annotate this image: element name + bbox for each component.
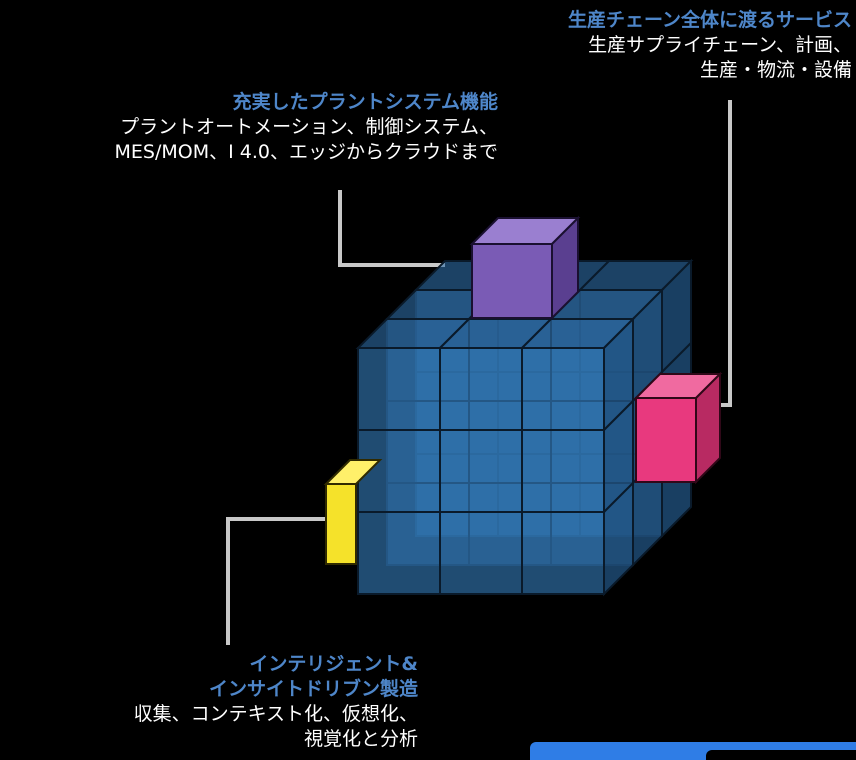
pink-block-front [635,397,697,483]
cube-cell-face [357,347,441,431]
cube-cell-face [521,347,605,431]
intelligent-line1: 収集、コンテキスト化、仮想化、 [133,703,418,725]
supply-chain-title: 生産チェーン全体に渡るサービス [567,9,852,31]
cube-cell-side [603,480,634,597]
yellow-block-top [323,459,383,485]
cube-cell-face [439,429,523,513]
supply-chain-line2: 生産・物流・設備 [699,59,852,81]
plant-system-title: 充実したプラントシステム機能 [232,91,498,113]
cube-cell-face [439,511,523,595]
connector-plant-system [338,190,445,267]
connector-intelligent [226,517,328,645]
pink-block-side [695,371,721,485]
cube-cell-face [357,511,441,595]
intelligent-title1: インテリジェント& [249,653,418,675]
label-intelligent: インテリジェント& インサイトドリブン製造 収集、コンテキスト化、仮想化、 視覚… [134,652,418,752]
plant-system-line2: MES/MOM、I 4.0、エッジからクラウドまで [114,141,498,163]
purple-block-side [551,215,579,321]
intelligent-line2: 視覚化と分析 [303,728,418,750]
cube-cell-face [521,429,605,513]
plant-system-line1: プラントオートメーション、制御システム、 [120,116,498,138]
cube-grid [323,215,723,597]
label-supply-chain: 生産チェーン全体に渡るサービス 生産サプライチェーン、計画、 生産・物流・設備 [568,8,852,83]
bottom-bar-inner [706,750,856,760]
cube-cell-face [439,347,523,431]
connector-supply-chain [720,100,732,407]
purple-block-front [471,243,553,319]
label-plant-system: 充実したプラントシステム機能 プラントオートメーション、制御システム、 MES/… [115,90,498,165]
intelligent-title2: インサイトドリブン製造 [208,678,418,700]
yellow-block-front [325,483,357,565]
cube-cell-face [521,511,605,595]
supply-chain-line1: 生産サプライチェーン、計画、 [588,34,852,56]
